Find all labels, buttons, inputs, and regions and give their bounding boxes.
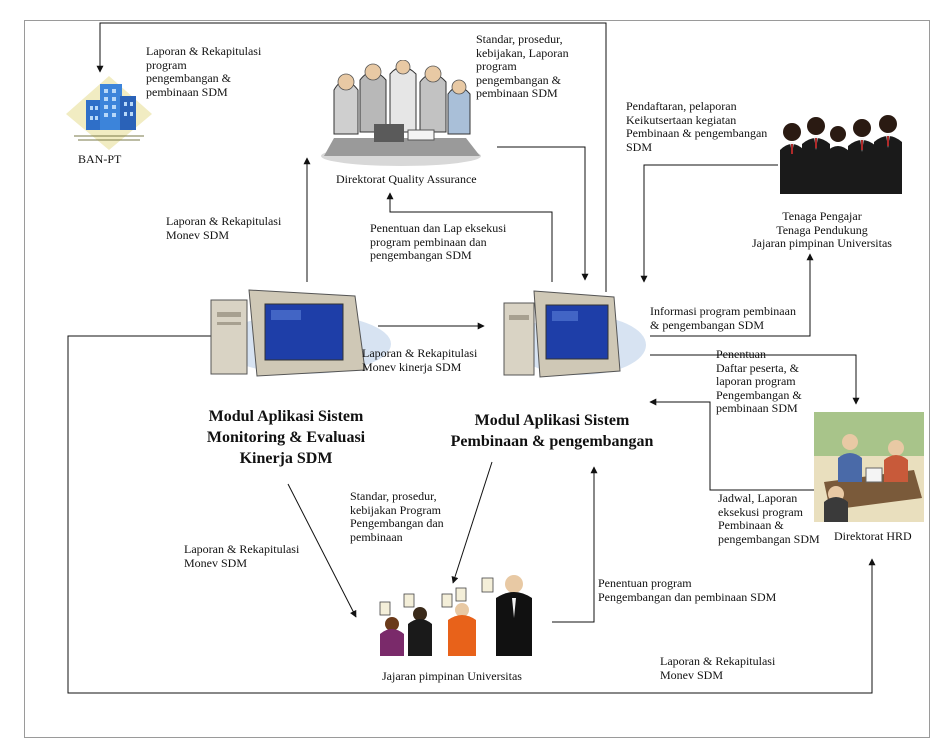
arrow-staff-to-pembinaan [640, 164, 778, 283]
computer-icon [498, 285, 648, 383]
arrow-to-banpt [96, 22, 607, 292]
flow-label-monev-to-qa: Laporan & Rekapitulasi Monev SDM [166, 214, 282, 242]
node-label-banpt: BAN-PT [78, 152, 122, 166]
flow-label-qa-to-banpt: Laporan & Rekapitulasi program pengemban… [146, 44, 262, 99]
node-label-hrd: Direktorat HRD [834, 529, 912, 543]
computer-icon [205, 282, 395, 382]
pembinaan-module-title: Modul Aplikasi Sistem Pembinaan & pengem… [450, 412, 654, 450]
raised-paddles-icon [370, 570, 552, 656]
arrow-monev-to-hrd [67, 335, 876, 694]
flow-label-staff-registration: Pendaftaran, pelaporan Keikutsertaan keg… [626, 99, 768, 154]
flow-label-qa-execution: Penentuan dan Lap eksekusi program pembi… [370, 221, 507, 262]
business-group-icon [776, 108, 908, 196]
arrow-pembinaan-to-leadership [451, 461, 493, 584]
arrow-monev-to-leadership [287, 483, 357, 618]
arrow-leadership-to-pembinaan [552, 466, 598, 623]
flow-label-hrd-participants: Penentuan Daftar peserta, & laporan prog… [716, 347, 802, 415]
flow-label-monev-to-pembinaan: Laporan & Rekapitulasi Monev kinerja SDM [362, 346, 478, 374]
arrow-pembinaan-to-hrd [650, 354, 860, 405]
office-desk-icon [814, 412, 924, 522]
arrow-hrd-to-pembinaan [649, 398, 830, 491]
flow-label-monev-to-hrd: Laporan & Rekapitulasi Monev SDM [660, 654, 776, 682]
flow-label-leadership-standards: Standar, prosedur, kebijakan Program Pen… [350, 489, 444, 544]
flow-label-qa-standards: Standar, prosedur, kebijakan, Laporan pr… [476, 32, 569, 100]
node-label-leadership: Jajaran pimpinan Universitas [382, 669, 522, 683]
node-label-quality-assurance: Direktorat Quality Assurance [336, 172, 477, 186]
flow-label-program-info: Informasi program pembinaan & pengembang… [650, 304, 796, 332]
arrow-pembinaan-to-qa [386, 192, 553, 282]
flow-label-hrd-schedule: Jadwal, Laporan eksekusi program Pembina… [718, 491, 820, 546]
meeting-icon [316, 59, 486, 168]
flow-label-leadership-decision: Penentuan program Pengembangan dan pembi… [598, 576, 777, 604]
arrow-pembinaan-to-staff [650, 253, 814, 337]
building-icon [64, 74, 154, 152]
node-label-staff: Tenaga Pengajar Tenaga Pendukung Jajaran… [752, 209, 892, 250]
arrow-qa-to-pembinaan [497, 146, 589, 281]
monev-module-title: Modul Aplikasi Sistem Monitoring & Evalu… [206, 408, 366, 467]
flow-label-monev-to-leadership: Laporan & Rekapitulasi Monev SDM [184, 542, 300, 570]
diagram-frame [24, 20, 930, 738]
